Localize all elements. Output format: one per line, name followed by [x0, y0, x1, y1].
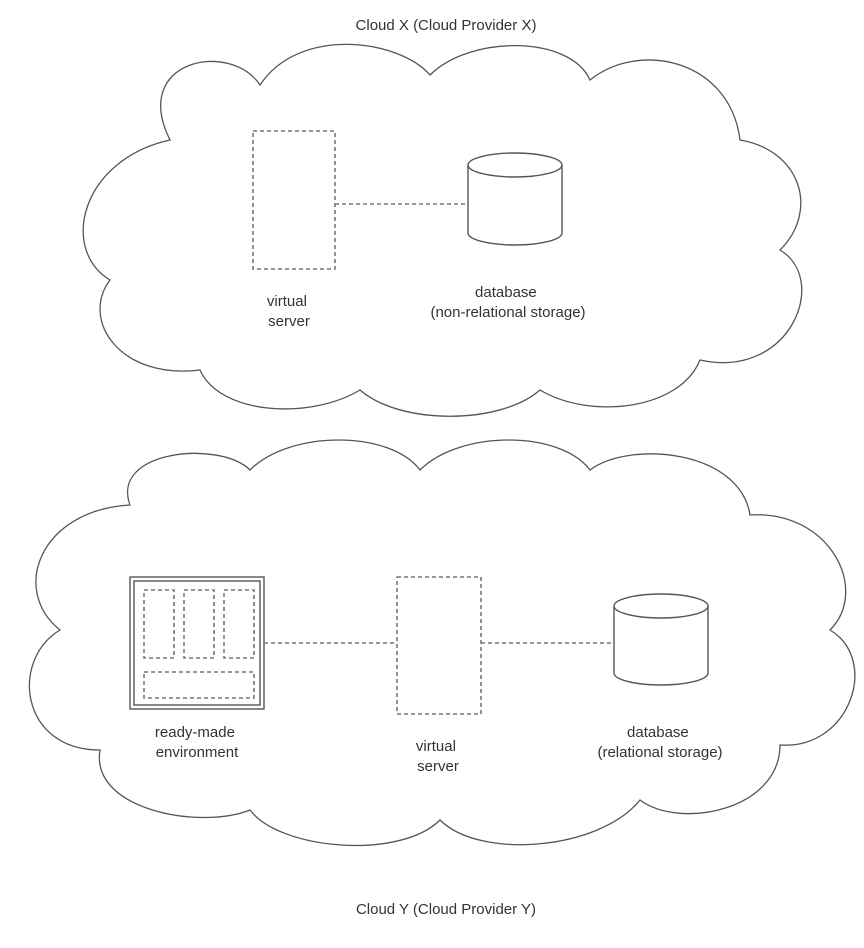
cloud-x-server-label-line2: server [268, 313, 310, 330]
cloud-y-title: Cloud Y (Cloud Provider Y) [356, 901, 536, 918]
cloud-y-database-icon [613, 593, 709, 686]
cloud-x-database-icon [467, 152, 563, 246]
cloud-y-virtual-server [396, 576, 482, 715]
cloud-x-database-label: database (non-relational storage) [430, 284, 585, 321]
cloud-y-environment-label: ready-made environment [155, 724, 239, 761]
cloud-x-outline [82, 43, 803, 417]
cloud-y-environment-label-line2: environment [156, 744, 239, 761]
cloud-x-virtual-server [252, 130, 336, 270]
cloud-y-database-label-line1: database [627, 724, 689, 741]
cloud-y-server-label-line2: server [417, 758, 459, 775]
cloud-x-server-label-line1: virtual [267, 293, 307, 310]
cloud-x-server-label: virtual server [267, 293, 311, 330]
cloud-x-database-label-line1: database [475, 284, 537, 301]
cloud-y-server-label-line1: virtual [416, 738, 456, 755]
cloud-x-database-label-line2: (non-relational storage) [430, 304, 585, 321]
cloud-y-environment-label-line1: ready-made [155, 724, 235, 741]
cloud-y-database-label: database (relational storage) [597, 724, 722, 761]
cloud-x: Cloud X (Cloud Provider X) virtual serve… [82, 17, 803, 417]
cloud-y: ready-made environment virtual server da… [28, 439, 856, 918]
cloud-y-environment-box [129, 576, 265, 710]
cloud-x-title: Cloud X (Cloud Provider X) [356, 17, 537, 34]
cloud-y-database-label-line2: (relational storage) [597, 744, 722, 761]
cloud-y-server-label: virtual server [416, 738, 460, 775]
